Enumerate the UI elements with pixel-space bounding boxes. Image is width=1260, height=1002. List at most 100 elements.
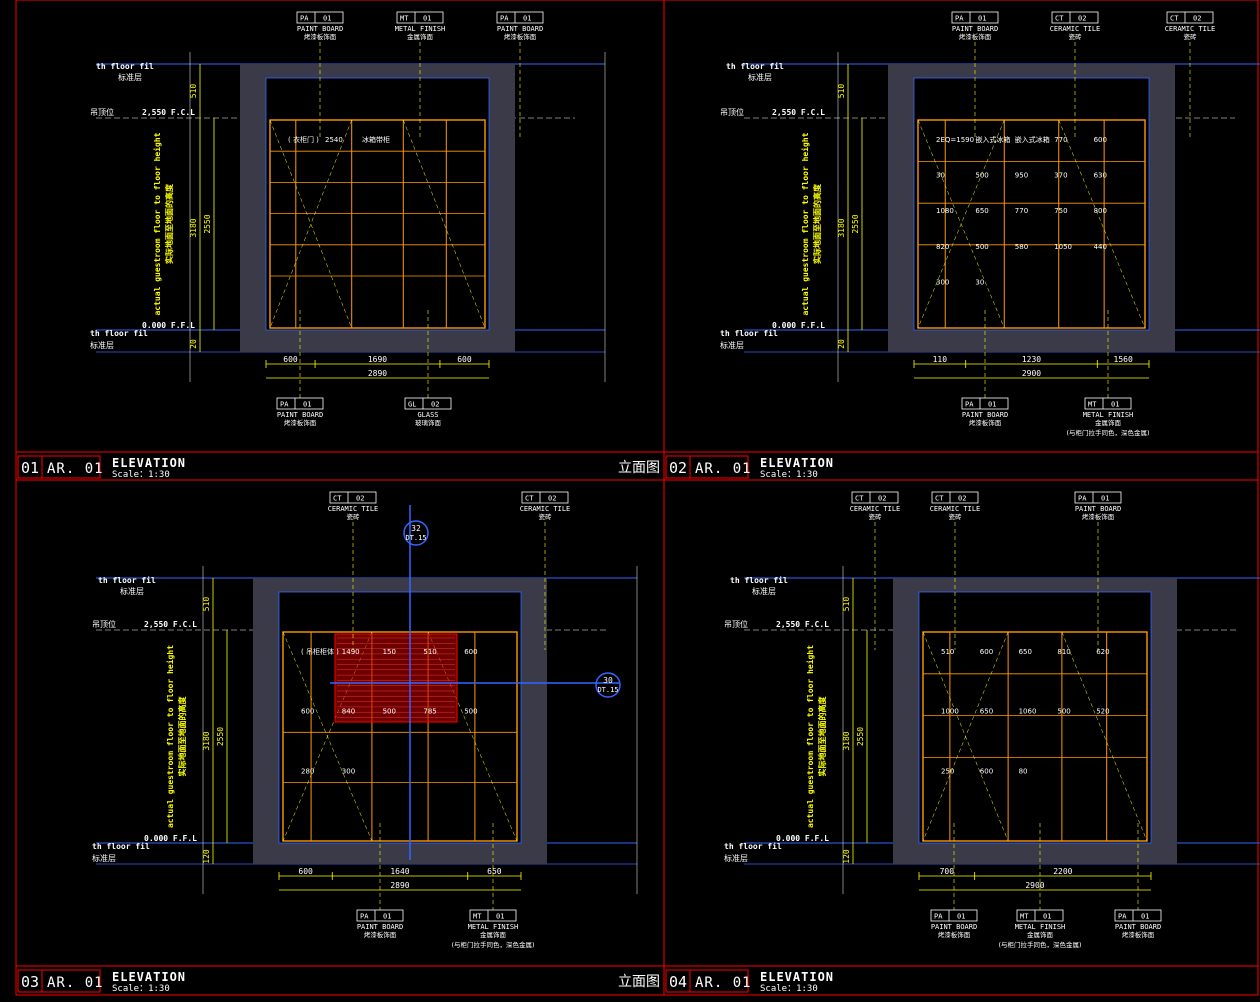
- drawing-code: AR. 01: [47, 975, 104, 991]
- door-swing-line: [269, 119, 352, 329]
- drawing-title: ELEVATION: [112, 970, 186, 984]
- material-tag-box: [930, 909, 978, 922]
- material-tag-name: PAINT BOARD: [1075, 505, 1121, 513]
- material-tag-code: PA: [500, 15, 509, 23]
- material-tag-code: PA: [1118, 913, 1127, 921]
- vertical-dimension: 510: [202, 597, 211, 612]
- material-tag-number: 01: [1043, 913, 1051, 921]
- height-note-cn: 实际地面至地面的高度: [817, 696, 827, 777]
- horizontal-dimension: 600: [298, 867, 313, 876]
- material-tag-code: PA: [965, 401, 974, 409]
- material-tag-name: CERAMIC TILE: [930, 505, 981, 513]
- material-tag-box: [404, 397, 452, 410]
- section-callout-circle: [595, 672, 621, 698]
- horizontal-dimension: 600: [283, 355, 298, 364]
- vertical-dimension: 3180: [202, 731, 211, 750]
- horizontal-dimension: 600: [457, 355, 472, 364]
- floor-level-value: 0.000 F.F.L: [772, 321, 825, 330]
- ceiling-level-value: 2,550 F.C.L: [142, 108, 195, 117]
- material-tag-name: CERAMIC TILE: [850, 505, 901, 513]
- cabinet-annotation: 820: [936, 243, 949, 251]
- material-tag-code: PA: [1078, 495, 1087, 503]
- material-tag-note: (与柜门拉手同色，深色金属): [1066, 428, 1149, 437]
- cabinet-annotation: 1060: [1019, 708, 1037, 716]
- material-tag-name-cn: 烤漆板饰面: [304, 32, 337, 41]
- height-note-cn: 实际地面至地面的高度: [812, 183, 822, 264]
- material-tag-number: 01: [383, 913, 391, 921]
- material-tag-name-cn: 瓷砖: [539, 512, 553, 521]
- height-note: actual guestroom floor to floor height: [152, 132, 162, 315]
- drawing-title-cn: 立面图: [618, 974, 660, 990]
- material-tag-number: 01: [496, 913, 504, 921]
- material-tag-name-cn: 瓷砖: [347, 512, 361, 521]
- material-tag-name-cn: 金属饰面: [1027, 930, 1054, 939]
- level-label-top-cn: 标准层: [748, 72, 772, 82]
- door-swing-line: [1058, 119, 1146, 329]
- cabinet-annotation: 370: [1054, 172, 1067, 180]
- material-tag-name-cn: 烤漆板饰面: [284, 418, 317, 427]
- horizontal-dimension: 1560: [1114, 355, 1133, 364]
- horizontal-dimension: 110: [933, 355, 948, 364]
- material-tag-box: [329, 491, 377, 504]
- horizontal-dimension: 2200: [1053, 867, 1072, 876]
- drawing-scale: Scale：1:30: [760, 470, 818, 480]
- level-label-top: th floor fil: [726, 61, 784, 71]
- wall-left: [888, 64, 914, 352]
- cabinet-annotation: 600: [301, 708, 314, 716]
- level-label-top: th floor fil: [98, 575, 156, 585]
- ceiling-level-value: 2,550 F.C.L: [776, 620, 829, 629]
- cabinet-annotation: 785: [423, 708, 436, 716]
- material-tag-name-cn: 烤漆板饰面: [1082, 512, 1115, 521]
- material-tag-box: [1114, 909, 1162, 922]
- vertical-dimension: 510: [837, 84, 846, 99]
- horizontal-dimension: 650: [487, 867, 502, 876]
- cabinet-annotation: 冰箱带柜: [362, 135, 390, 144]
- level-label-bottom-cn: 标准层: [724, 853, 748, 863]
- cabinet-outline: [282, 631, 518, 842]
- horizontal-dimension: 1690: [368, 355, 387, 364]
- material-tag-name-cn: 金属饰面: [407, 32, 434, 41]
- vertical-dimension: 120: [842, 849, 851, 864]
- cabinet-annotation: 800: [1094, 207, 1107, 215]
- cabinet-annotation: 500: [1057, 708, 1070, 716]
- overall-dimension: 2890: [368, 369, 387, 378]
- level-label-bottom: th floor fil: [90, 328, 148, 338]
- cabinet-annotation: 1050: [1054, 243, 1072, 251]
- height-note-cn: 实际地面至地面的高度: [164, 183, 174, 264]
- cabinet-annotation: 770: [1015, 207, 1028, 215]
- horizontal-dimension: 700: [940, 867, 955, 876]
- material-tag-number: 01: [978, 15, 986, 23]
- material-tag-box: [356, 909, 404, 922]
- drawing-title: ELEVATION: [112, 456, 186, 470]
- material-tag-name: METAL FINISH: [1015, 923, 1066, 931]
- vertical-dimension: 3180: [189, 218, 198, 237]
- material-tag-name-cn: 烤漆板饰面: [969, 418, 1002, 427]
- material-tag-box: [1074, 491, 1122, 504]
- cabinet-annotation: 嵌入式冰箱: [1015, 135, 1050, 144]
- title-code-box: [689, 969, 749, 993]
- drawing-scale: Scale：1:30: [760, 984, 818, 994]
- cabinet-annotation: 840: [342, 708, 355, 716]
- ceiling-level-value: 2,550 F.C.L: [772, 108, 825, 117]
- material-tag-name-cn: 瓷砖: [1184, 32, 1198, 41]
- cabinet-annotation: 600: [1094, 136, 1107, 144]
- cabinet-annotation: 770: [1054, 136, 1067, 144]
- height-note: actual guestroom floor to floor height: [165, 645, 175, 828]
- material-tag-code: CT: [1170, 15, 1179, 23]
- slab-top: [888, 64, 1175, 78]
- ceiling-level-label: 吊顶位: [92, 619, 116, 629]
- level-label-bottom-cn: 标准层: [720, 340, 744, 350]
- horizontal-dimension: 1640: [390, 867, 409, 876]
- cabinet-annotation: 2EQ=1590: [936, 136, 974, 144]
- vertical-dimension: 20: [189, 339, 198, 349]
- material-tag-box: [1084, 397, 1132, 410]
- cabinet-annotation: 300: [936, 278, 949, 286]
- material-tag-name: PAINT BOARD: [277, 411, 323, 419]
- cabinet-annotation: 580: [1015, 243, 1028, 251]
- material-tag-name: PAINT BOARD: [962, 411, 1008, 419]
- sheet-frames: [15, 0, 1259, 996]
